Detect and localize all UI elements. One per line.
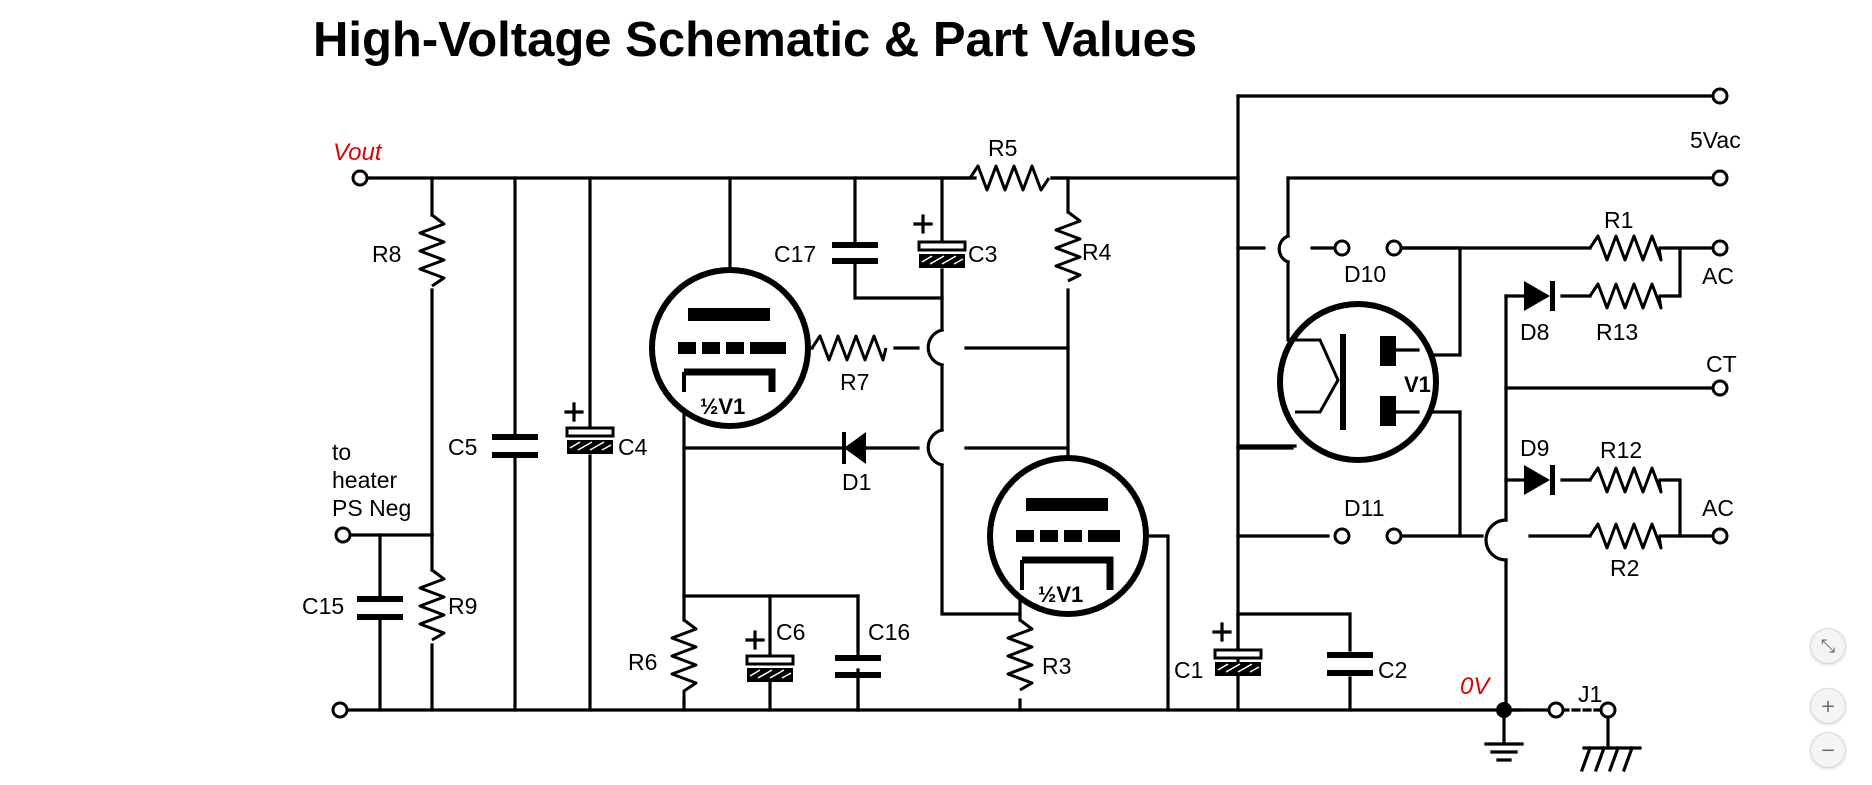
label-d9: D9	[1520, 435, 1549, 461]
label-d1: D1	[842, 469, 871, 495]
label-heater-line1: to	[332, 439, 351, 465]
capacitor-c2	[1327, 652, 1373, 676]
ground-symbol	[1484, 738, 1524, 762]
chassis-ground-symbol	[1579, 715, 1642, 773]
resistor-r6	[670, 618, 698, 710]
tube-half-v1-upper	[649, 267, 811, 429]
wire-crossover-arcs	[926, 233, 1508, 562]
resistor-r2	[1588, 522, 1663, 550]
label-d8: D8	[1520, 319, 1549, 345]
ground-junction-dot	[1496, 702, 1512, 718]
label-r12: R12	[1600, 437, 1642, 463]
resistor-r1	[1588, 234, 1663, 262]
label-ac-top: AC	[1702, 263, 1734, 289]
zoom-out-button[interactable]: −	[1810, 732, 1846, 768]
label-v1-rectifier: V1	[1404, 372, 1431, 397]
tube-half-v1-lower	[987, 455, 1149, 617]
terminals	[331, 87, 1729, 719]
label-r5: R5	[988, 135, 1017, 161]
capacitor-c3-electrolytic	[913, 214, 967, 268]
label-vout: Vout	[333, 139, 383, 166]
resistor-r3	[1006, 618, 1034, 692]
label-c3: C3	[968, 241, 997, 267]
page-title: High-Voltage Schematic & Part Values	[313, 13, 1198, 67]
resistor-r8	[418, 213, 446, 288]
wiring	[338, 94, 1722, 742]
label-r6: R6	[628, 649, 657, 675]
resistor-r4	[1054, 210, 1082, 283]
zoom-in-button[interactable]: +	[1810, 688, 1846, 724]
capacitor-c4-electrolytic	[564, 402, 615, 454]
label-r9: R9	[448, 593, 477, 619]
resistor-r13	[1588, 282, 1663, 310]
fit-view-icon: ⤡	[1820, 635, 1836, 657]
label-r13: R13	[1596, 319, 1638, 345]
label-ct: CT	[1706, 351, 1737, 377]
label-c5: C5	[448, 434, 477, 460]
capacitor-c15	[357, 596, 403, 620]
label-r7: R7	[840, 369, 869, 395]
diode-d8	[1524, 281, 1555, 311]
diode-d9	[1524, 465, 1555, 495]
label-d10: D10	[1344, 261, 1386, 287]
label-5vac: 5Vac	[1690, 127, 1741, 153]
label-r2: R2	[1610, 555, 1639, 581]
label-d11: D11	[1344, 495, 1385, 521]
capacitor-c17	[832, 242, 878, 264]
zoom-out-icon: −	[1820, 739, 1836, 761]
label-c4: C4	[618, 434, 648, 460]
tube-v1-rectifier	[1277, 301, 1439, 463]
capacitor-c6-electrolytic	[745, 630, 795, 682]
label-heater-line3: PS Neg	[332, 495, 411, 521]
resistor-r5	[968, 164, 1051, 192]
label-c6: C6	[776, 619, 805, 645]
label-c16: C16	[868, 619, 910, 645]
label-0v: 0V	[1460, 673, 1491, 700]
fit-view-button[interactable]: ⤡	[1810, 628, 1846, 664]
capacitor-c16	[835, 594, 881, 712]
label-c1: C1	[1174, 657, 1203, 683]
capacitor-c1-electrolytic	[1212, 612, 1263, 676]
label-c15: C15	[302, 593, 344, 619]
label-ac-bottom: AC	[1702, 495, 1734, 521]
resistor-r9	[418, 568, 446, 642]
label-c2: C2	[1378, 657, 1407, 683]
label-r3: R3	[1042, 653, 1071, 679]
resistor-r12	[1588, 466, 1663, 494]
label-r1: R1	[1604, 207, 1633, 233]
label-half-v1-upper: ½V1	[700, 394, 745, 419]
label-j1: J1	[1578, 681, 1602, 707]
label-r8: R8	[372, 241, 401, 267]
label-half-v1-lower: ½V1	[1038, 582, 1083, 607]
label-r4: R4	[1082, 239, 1112, 265]
label-heater-line2: heater	[332, 467, 398, 493]
label-c17: C17	[774, 241, 816, 267]
diode-d1	[842, 432, 866, 464]
zoom-in-icon: +	[1820, 695, 1836, 717]
capacitor-c5	[492, 434, 538, 458]
resistor-r7	[810, 334, 888, 362]
